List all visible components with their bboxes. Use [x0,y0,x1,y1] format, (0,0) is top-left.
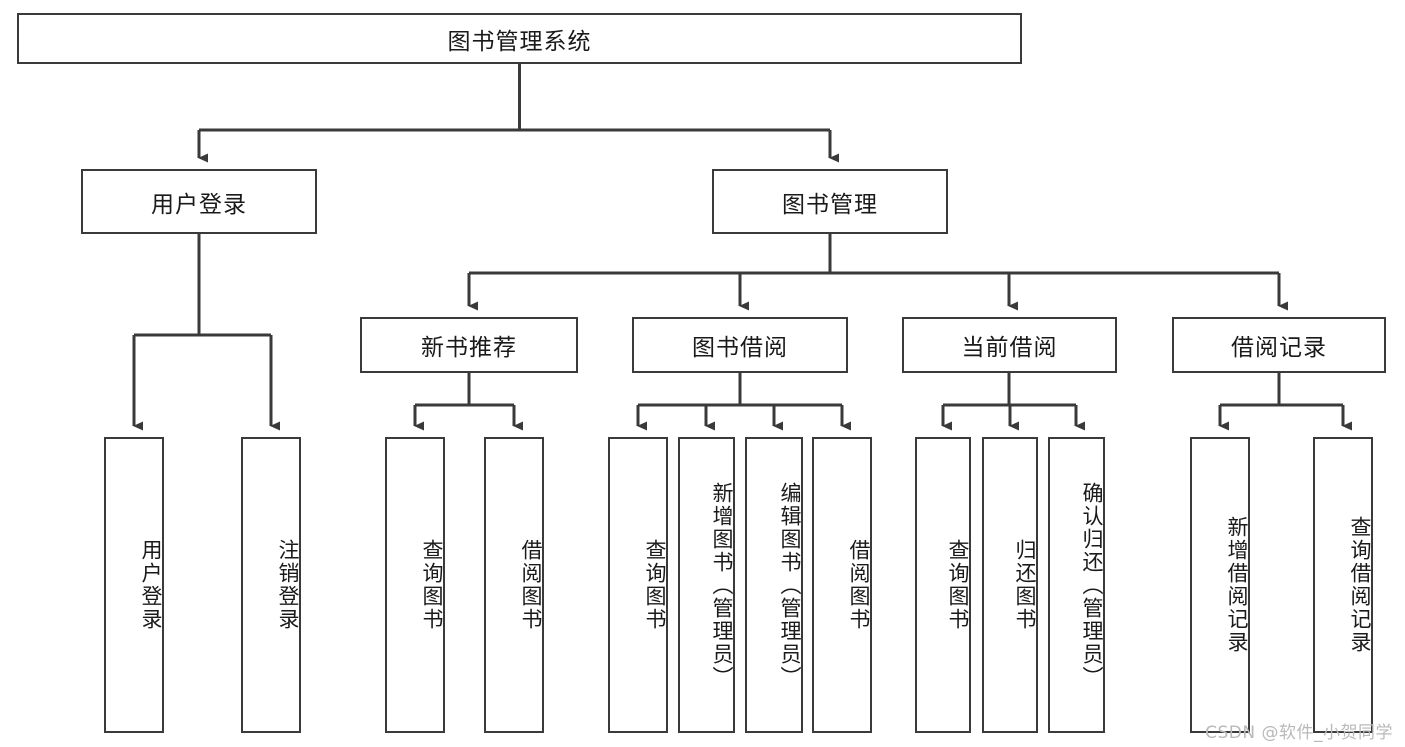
node-leaf-query-borrow-record-label: 查询借阅记录 [1348,516,1372,654]
node-leaf-add-borrow-record[interactable]: 新增借阅记录 [1190,437,1250,733]
node-leaf-user-logout[interactable]: 注销登录 [241,437,301,733]
node-book-manage[interactable]: 图书管理 [712,169,948,234]
node-leaf-borrow-book[interactable]: 借阅图书 [812,437,872,733]
node-new-book-rec-label: 新书推荐 [421,335,517,361]
node-borrow-record-label: 借阅记录 [1231,335,1327,361]
node-book-borrow-label: 图书借阅 [692,335,788,361]
node-leaf-add-borrow-record-label: 新增借阅记录 [1225,516,1249,654]
node-leaf-borrow-query-book[interactable]: 查询图书 [608,437,668,733]
node-user-login-label: 用户登录 [151,191,247,218]
node-leaf-edit-book-admin[interactable]: 编辑图书（管理员） [745,437,803,733]
node-current-borrow[interactable]: 当前借阅 [902,317,1117,373]
node-leaf-cur-query-book[interactable]: 查询图书 [915,437,971,733]
node-leaf-confirm-return-admin[interactable]: 确认归还（管理员） [1048,437,1105,733]
node-new-book-rec[interactable]: 新书推荐 [360,317,578,373]
node-leaf-add-book-admin-label: 新增图书（管理员） [710,481,734,689]
node-root[interactable]: 图书管理系统 [17,13,1022,64]
node-leaf-query-borrow-record[interactable]: 查询借阅记录 [1313,437,1373,733]
node-leaf-cur-query-book-label: 查询图书 [946,539,970,631]
csdn-watermark: CSDN @软件_小贺同学 [1205,723,1393,743]
node-user-login[interactable]: 用户登录 [81,169,317,234]
node-leaf-rec-query-book[interactable]: 查询图书 [385,437,445,733]
node-leaf-user-logout-label: 注销登录 [276,539,300,631]
node-book-borrow[interactable]: 图书借阅 [632,317,848,373]
node-borrow-record[interactable]: 借阅记录 [1172,317,1386,373]
node-leaf-user-login[interactable]: 用户登录 [104,437,164,733]
node-leaf-user-login-label: 用户登录 [139,539,163,631]
node-leaf-borrow-book-label: 借阅图书 [847,539,871,631]
node-leaf-return-book-label: 归还图书 [1013,539,1037,631]
node-leaf-return-book[interactable]: 归还图书 [982,437,1038,733]
node-current-borrow-label: 当前借阅 [961,335,1058,361]
node-leaf-add-book-admin[interactable]: 新增图书（管理员） [678,437,735,733]
node-leaf-borrow-query-book-label: 查询图书 [643,539,667,631]
node-leaf-confirm-return-admin-label: 确认归还（管理员） [1080,481,1104,689]
node-leaf-rec-borrow-book-label: 借阅图书 [519,539,543,631]
node-leaf-edit-book-admin-label: 编辑图书（管理员） [778,481,802,689]
node-book-manage-label: 图书管理 [782,191,878,218]
node-root-label: 图书管理系统 [447,28,592,55]
node-leaf-rec-borrow-book[interactable]: 借阅图书 [484,437,544,733]
node-leaf-rec-query-book-label: 查询图书 [420,539,444,631]
